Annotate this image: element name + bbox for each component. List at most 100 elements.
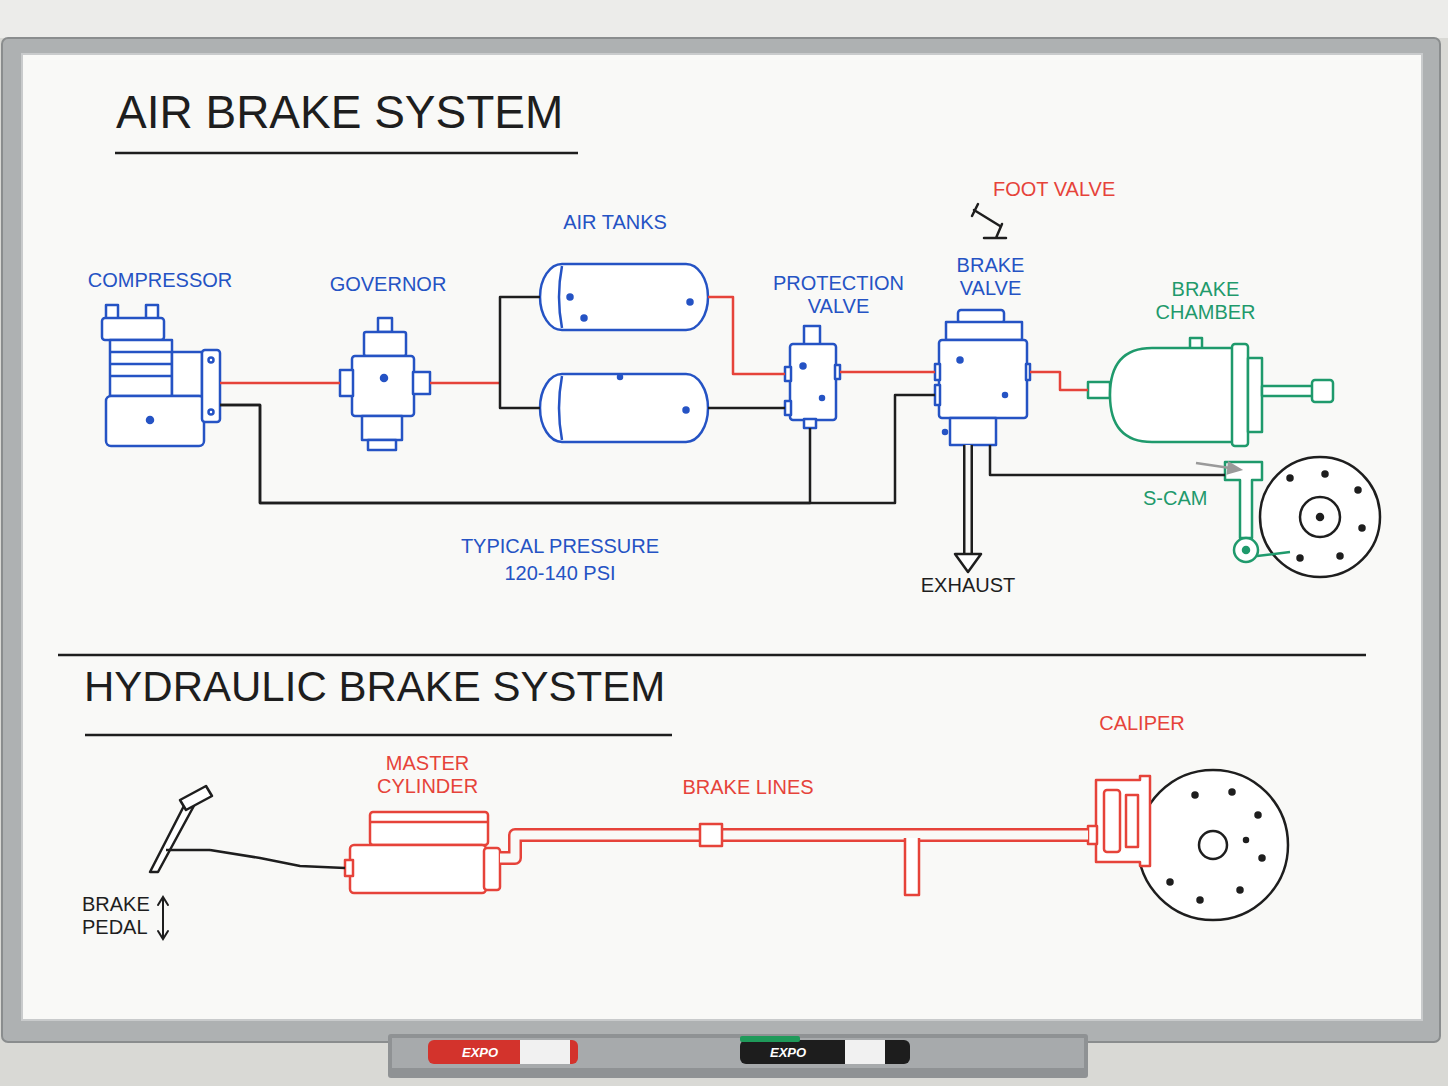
- line: [500, 383, 540, 408]
- air-tank-drawing: [568, 295, 573, 300]
- exhaust-port: EXHAUST: [916, 572, 1020, 599]
- marker-tray: [392, 1038, 1084, 1068]
- air-tank-drawing: [684, 408, 689, 413]
- caliper: CALIPER: [1088, 770, 1288, 920]
- line: [220, 395, 935, 503]
- brake-rotor-drawing: [1199, 831, 1227, 859]
- component-label: EXHAUST: [921, 574, 1015, 597]
- protection-valve: PROTECTION VALVE: [785, 326, 840, 428]
- brake-chamber-drawing: [1262, 386, 1314, 396]
- component-label: BRAKE CHAMBER: [1155, 278, 1255, 324]
- brake-rotor-drawing: [1168, 880, 1173, 885]
- s-cam-drawing: [1234, 538, 1258, 562]
- brake-rotor-drawing: [1198, 898, 1203, 903]
- governor-drawing: [340, 318, 430, 450]
- divider-lines: [58, 654, 1366, 657]
- component-label: AIR TANKS: [563, 211, 667, 234]
- leader-arrow: [1196, 463, 1240, 473]
- s-cam-drawing: [1243, 547, 1249, 553]
- air-line: [220, 395, 935, 503]
- air-line: [220, 383, 340, 384]
- arrow-shaft-outer: [963, 445, 973, 554]
- air-line: [840, 372, 935, 373]
- marker-tray: [520, 1040, 570, 1064]
- label-wrap: COMPRESSOR: [88, 269, 232, 292]
- component-label: MASTER CYLINDER: [377, 752, 478, 798]
- marker-brand: EXPO: [770, 1045, 806, 1060]
- governor-drawing: [381, 375, 387, 381]
- protection-valve-drawing: [835, 365, 840, 379]
- brake-chamber-drawing: [1248, 358, 1262, 432]
- brake-pedal-drawing: [180, 786, 212, 810]
- brake-rotor-drawing: [1230, 790, 1235, 795]
- label-wrap: AIR BRAKE SYSTEM: [116, 86, 563, 138]
- governor-drawing: [378, 318, 392, 332]
- air-tank-drawing: [618, 375, 622, 379]
- master-cylinder-drawing: [345, 812, 500, 893]
- brake-chamber-drawing: [1232, 344, 1248, 446]
- line: [708, 407, 785, 410]
- brake-pedal-drawing: [166, 849, 210, 852]
- brake-line-tube: [500, 835, 1088, 858]
- air-line: [220, 405, 810, 503]
- component-label: CALIPER: [1099, 712, 1185, 735]
- governor-drawing: [340, 370, 353, 396]
- label-wrap: BRAKE PEDAL: [82, 893, 150, 939]
- compressor-drawing: [102, 305, 220, 446]
- brake-line-fitting: [905, 838, 919, 895]
- label-wrap: EXPO: [770, 1045, 806, 1060]
- edge-label: BRAKE LINES: [682, 776, 813, 799]
- label-wrap: CALIPER: [1099, 712, 1185, 735]
- marker-tray: [740, 1040, 910, 1064]
- brake-valve-drawing: [935, 310, 1030, 445]
- label-wrap: AIR TANKS: [563, 211, 667, 234]
- protection-valve-drawing: [804, 419, 816, 428]
- governor-drawing: [364, 332, 406, 356]
- brake-pedal: BRAKE PEDAL: [148, 783, 210, 873]
- brake-drum-drawing: [1300, 497, 1340, 537]
- master-cylinder-drawing: [370, 812, 488, 845]
- brake-drum-drawing: [1360, 526, 1365, 531]
- marker-tray: [740, 1036, 800, 1042]
- air-tank-drawing: [688, 300, 693, 305]
- protection-valve-drawing: [820, 396, 824, 400]
- component-label: BRAKE PEDAL: [82, 893, 150, 939]
- compressor-drawing: [110, 340, 172, 396]
- governor-drawing: [352, 356, 414, 416]
- air-line: [1030, 372, 1088, 390]
- marker-brand: EXPO: [462, 1045, 498, 1060]
- brake-rotor-drawing: [1238, 888, 1243, 893]
- compressor-drawing: [209, 410, 214, 415]
- brake-rotor-drawing: [1138, 770, 1288, 920]
- line: [1030, 372, 1088, 390]
- wall-and-board: [0, 0, 1448, 38]
- label-wrap: MASTER CYLINDER: [377, 752, 478, 798]
- marker-tray: [845, 1040, 885, 1064]
- s-cam-drawing: [1225, 462, 1262, 538]
- caliper-drawing: [1088, 826, 1097, 844]
- compressor-drawing: [110, 352, 172, 376]
- brake-drum-drawing: [1260, 457, 1380, 577]
- governor-drawing: [413, 372, 430, 394]
- compressor-drawing: [172, 352, 202, 396]
- brake-valve-drawing: [939, 340, 1027, 418]
- line: [220, 405, 810, 503]
- wall-and-board: [2, 38, 1440, 1042]
- master-cylinder-drawing: [370, 821, 488, 824]
- compressor-drawing: [147, 417, 153, 423]
- air-tank-drawing: [559, 266, 562, 440]
- brake-pedal-drawing: [150, 786, 212, 872]
- divider-lines: [115, 152, 578, 155]
- leader-arrow: [1228, 463, 1240, 473]
- brake-rotor-drawing: [1260, 856, 1265, 861]
- line: [708, 297, 785, 374]
- divider-lines: [58, 153, 1366, 735]
- up-down-arrow: [158, 897, 168, 939]
- brake-chamber-drawing: [1088, 338, 1333, 446]
- air-tank-drawing: [582, 316, 587, 321]
- component-label: GOVERNOR: [330, 273, 447, 296]
- marker-tray: [428, 1040, 578, 1064]
- air-tank-drawing: [540, 374, 708, 442]
- air-tank-drawing: [540, 264, 708, 442]
